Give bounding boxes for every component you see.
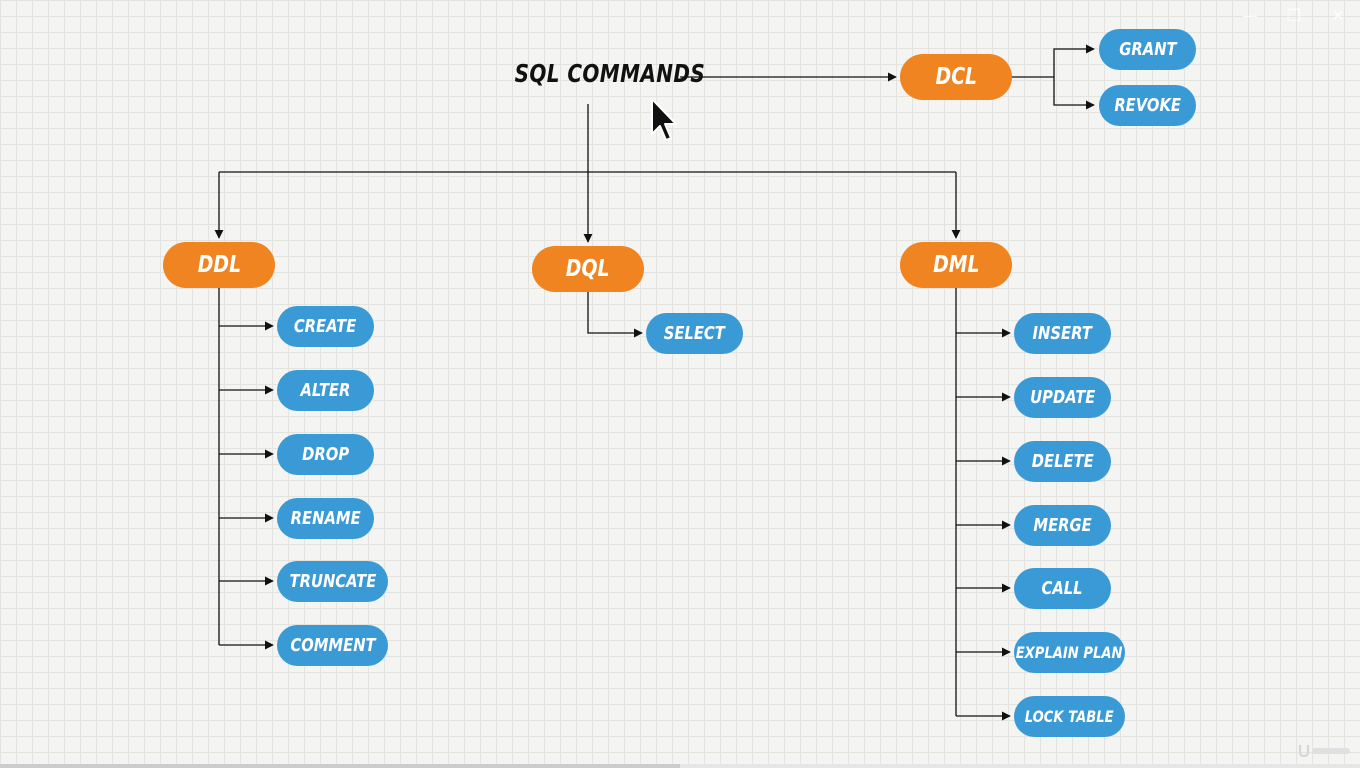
command-merge: MERGE xyxy=(1014,505,1111,546)
command-comment: COMMENT xyxy=(277,625,388,666)
connector-dql-select xyxy=(587,292,643,338)
video-progress-fill xyxy=(0,764,680,768)
minimize-icon[interactable]: — xyxy=(1242,6,1258,25)
category-dcl: DCL xyxy=(900,54,1012,100)
category-ddl: DDL xyxy=(163,242,275,288)
command-rename: RENAME xyxy=(277,498,374,539)
command-alter: ALTER xyxy=(277,370,374,411)
category-dql: DQL xyxy=(532,246,644,292)
udemy-logo-icon xyxy=(1298,745,1350,758)
maximize-icon[interactable]: ❐ xyxy=(1286,6,1302,25)
command-update: UPDATE xyxy=(1014,377,1111,418)
command-truncate: TRUNCATE xyxy=(277,561,388,602)
mouse-cursor-icon xyxy=(651,98,677,141)
command-create: CREATE xyxy=(277,306,374,347)
command-explain-plan: EXPLAIN PLAN xyxy=(1014,632,1125,673)
command-insert: INSERT xyxy=(1014,313,1111,354)
video-progress-bar[interactable] xyxy=(0,764,1360,768)
command-revoke: REVOKE xyxy=(1099,85,1196,126)
category-dml: DML xyxy=(900,242,1012,288)
command-lock-table: LOCK TABLE xyxy=(1014,696,1125,737)
command-grant: GRANT xyxy=(1099,29,1196,70)
connector-dcl-revoke xyxy=(1053,77,1095,110)
connector-dcl-grant xyxy=(1012,44,1095,78)
command-call: CALL xyxy=(1014,568,1111,609)
command-drop: DROP xyxy=(277,434,374,475)
command-delete: DELETE xyxy=(1014,441,1111,482)
diagram-title: SQL COMMANDS xyxy=(514,59,706,88)
window-controls: — ❐ ✕ xyxy=(1242,6,1346,25)
command-select: SELECT xyxy=(646,313,743,354)
close-icon[interactable]: ✕ xyxy=(1331,6,1345,25)
